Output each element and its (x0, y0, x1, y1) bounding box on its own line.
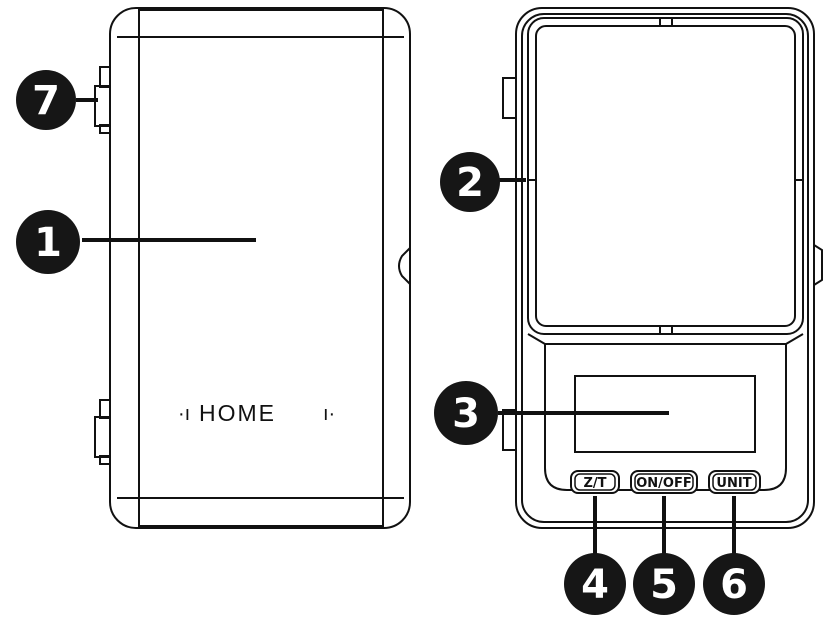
callout-7-number: 7 (32, 78, 60, 124)
callout-1-number: 1 (34, 220, 62, 266)
brand-logo: ·ı HOME ı· (178, 400, 335, 426)
open-scale-inner-rim (521, 13, 809, 523)
brand-logo-text: HOME (199, 400, 276, 426)
control-panel (544, 343, 787, 491)
on-off-button[interactable]: ON/OFF (630, 470, 698, 494)
callout-6: 6 (703, 553, 765, 615)
callout-1: 1 (16, 210, 80, 274)
callout-2-number: 2 (456, 160, 484, 206)
lid-body (109, 7, 411, 529)
callout-5-number: 5 (650, 562, 678, 608)
callout-4-number: 4 (581, 562, 609, 608)
unit-button[interactable]: UNIT (708, 470, 761, 494)
callout-6-number: 6 (720, 562, 748, 608)
leader-lines (76, 98, 736, 556)
zt-button-label: Z/T (583, 476, 606, 491)
callout-7: 7 (16, 70, 76, 130)
lower-hinge (94, 399, 111, 465)
svg-text:·ı: ·ı (178, 403, 190, 425)
callout-2: 2 (440, 152, 500, 212)
closed-scale (94, 7, 411, 529)
weighing-platform-top (535, 25, 796, 327)
open-upper-hinge (502, 77, 517, 119)
zt-button[interactable]: Z/T (570, 470, 620, 494)
on-off-button-label: ON/OFF (636, 476, 692, 491)
open-scale (502, 7, 823, 529)
upper-hinge (94, 66, 111, 134)
latch-notch (398, 247, 411, 285)
unit-button-label: UNIT (716, 476, 751, 491)
open-latch (813, 244, 823, 286)
callout-3-number: 3 (452, 391, 480, 437)
weighing-platform (527, 17, 804, 335)
callout-3: 3 (434, 381, 498, 445)
svg-text:ı·: ı· (323, 403, 335, 425)
lid-face (138, 9, 384, 527)
callout-5: 5 (633, 553, 695, 615)
open-scale-body (515, 7, 815, 529)
callout-4: 4 (564, 553, 626, 615)
open-lower-hinge (502, 409, 517, 451)
